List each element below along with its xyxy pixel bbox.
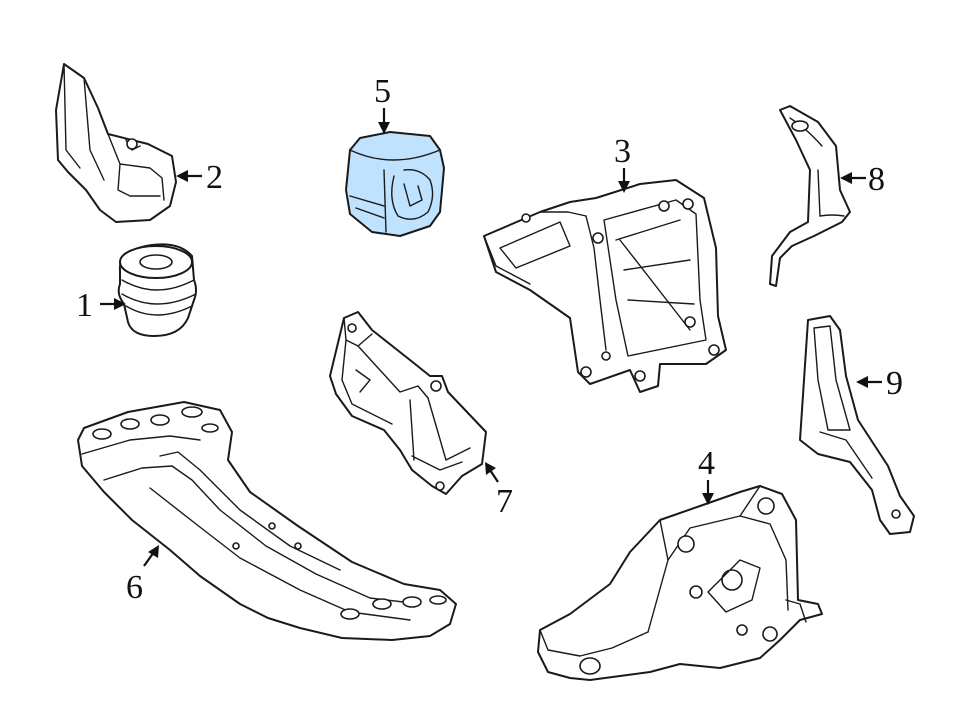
callout-2: 2: [206, 159, 223, 196]
part-8-bracket: [769, 105, 851, 287]
callout-6: 6: [126, 569, 143, 606]
part-3-frame-bracket: [483, 179, 727, 393]
callout-5: 5: [374, 73, 391, 110]
part-6-crossmember: [77, 401, 457, 641]
callout-3: 3: [614, 133, 631, 170]
part-4-mount-bracket: [537, 485, 823, 681]
callout-9: 9: [886, 365, 903, 402]
callout-1: 1: [76, 287, 93, 324]
part-9-bracket: [799, 315, 915, 535]
part-5-highlighted-mount: [345, 131, 445, 237]
callout-8: 8: [868, 161, 885, 198]
callout-arrows: [100, 108, 882, 567]
part-2-mount-bracket: [55, 63, 177, 223]
callout-7: 7: [496, 483, 513, 520]
callout-labels: 1 2 3 4 5 6 7 8 9: [76, 73, 903, 606]
callout-4: 4: [698, 445, 715, 482]
part-7-bracket: [329, 311, 487, 495]
part-1-bushing: [117, 243, 197, 337]
